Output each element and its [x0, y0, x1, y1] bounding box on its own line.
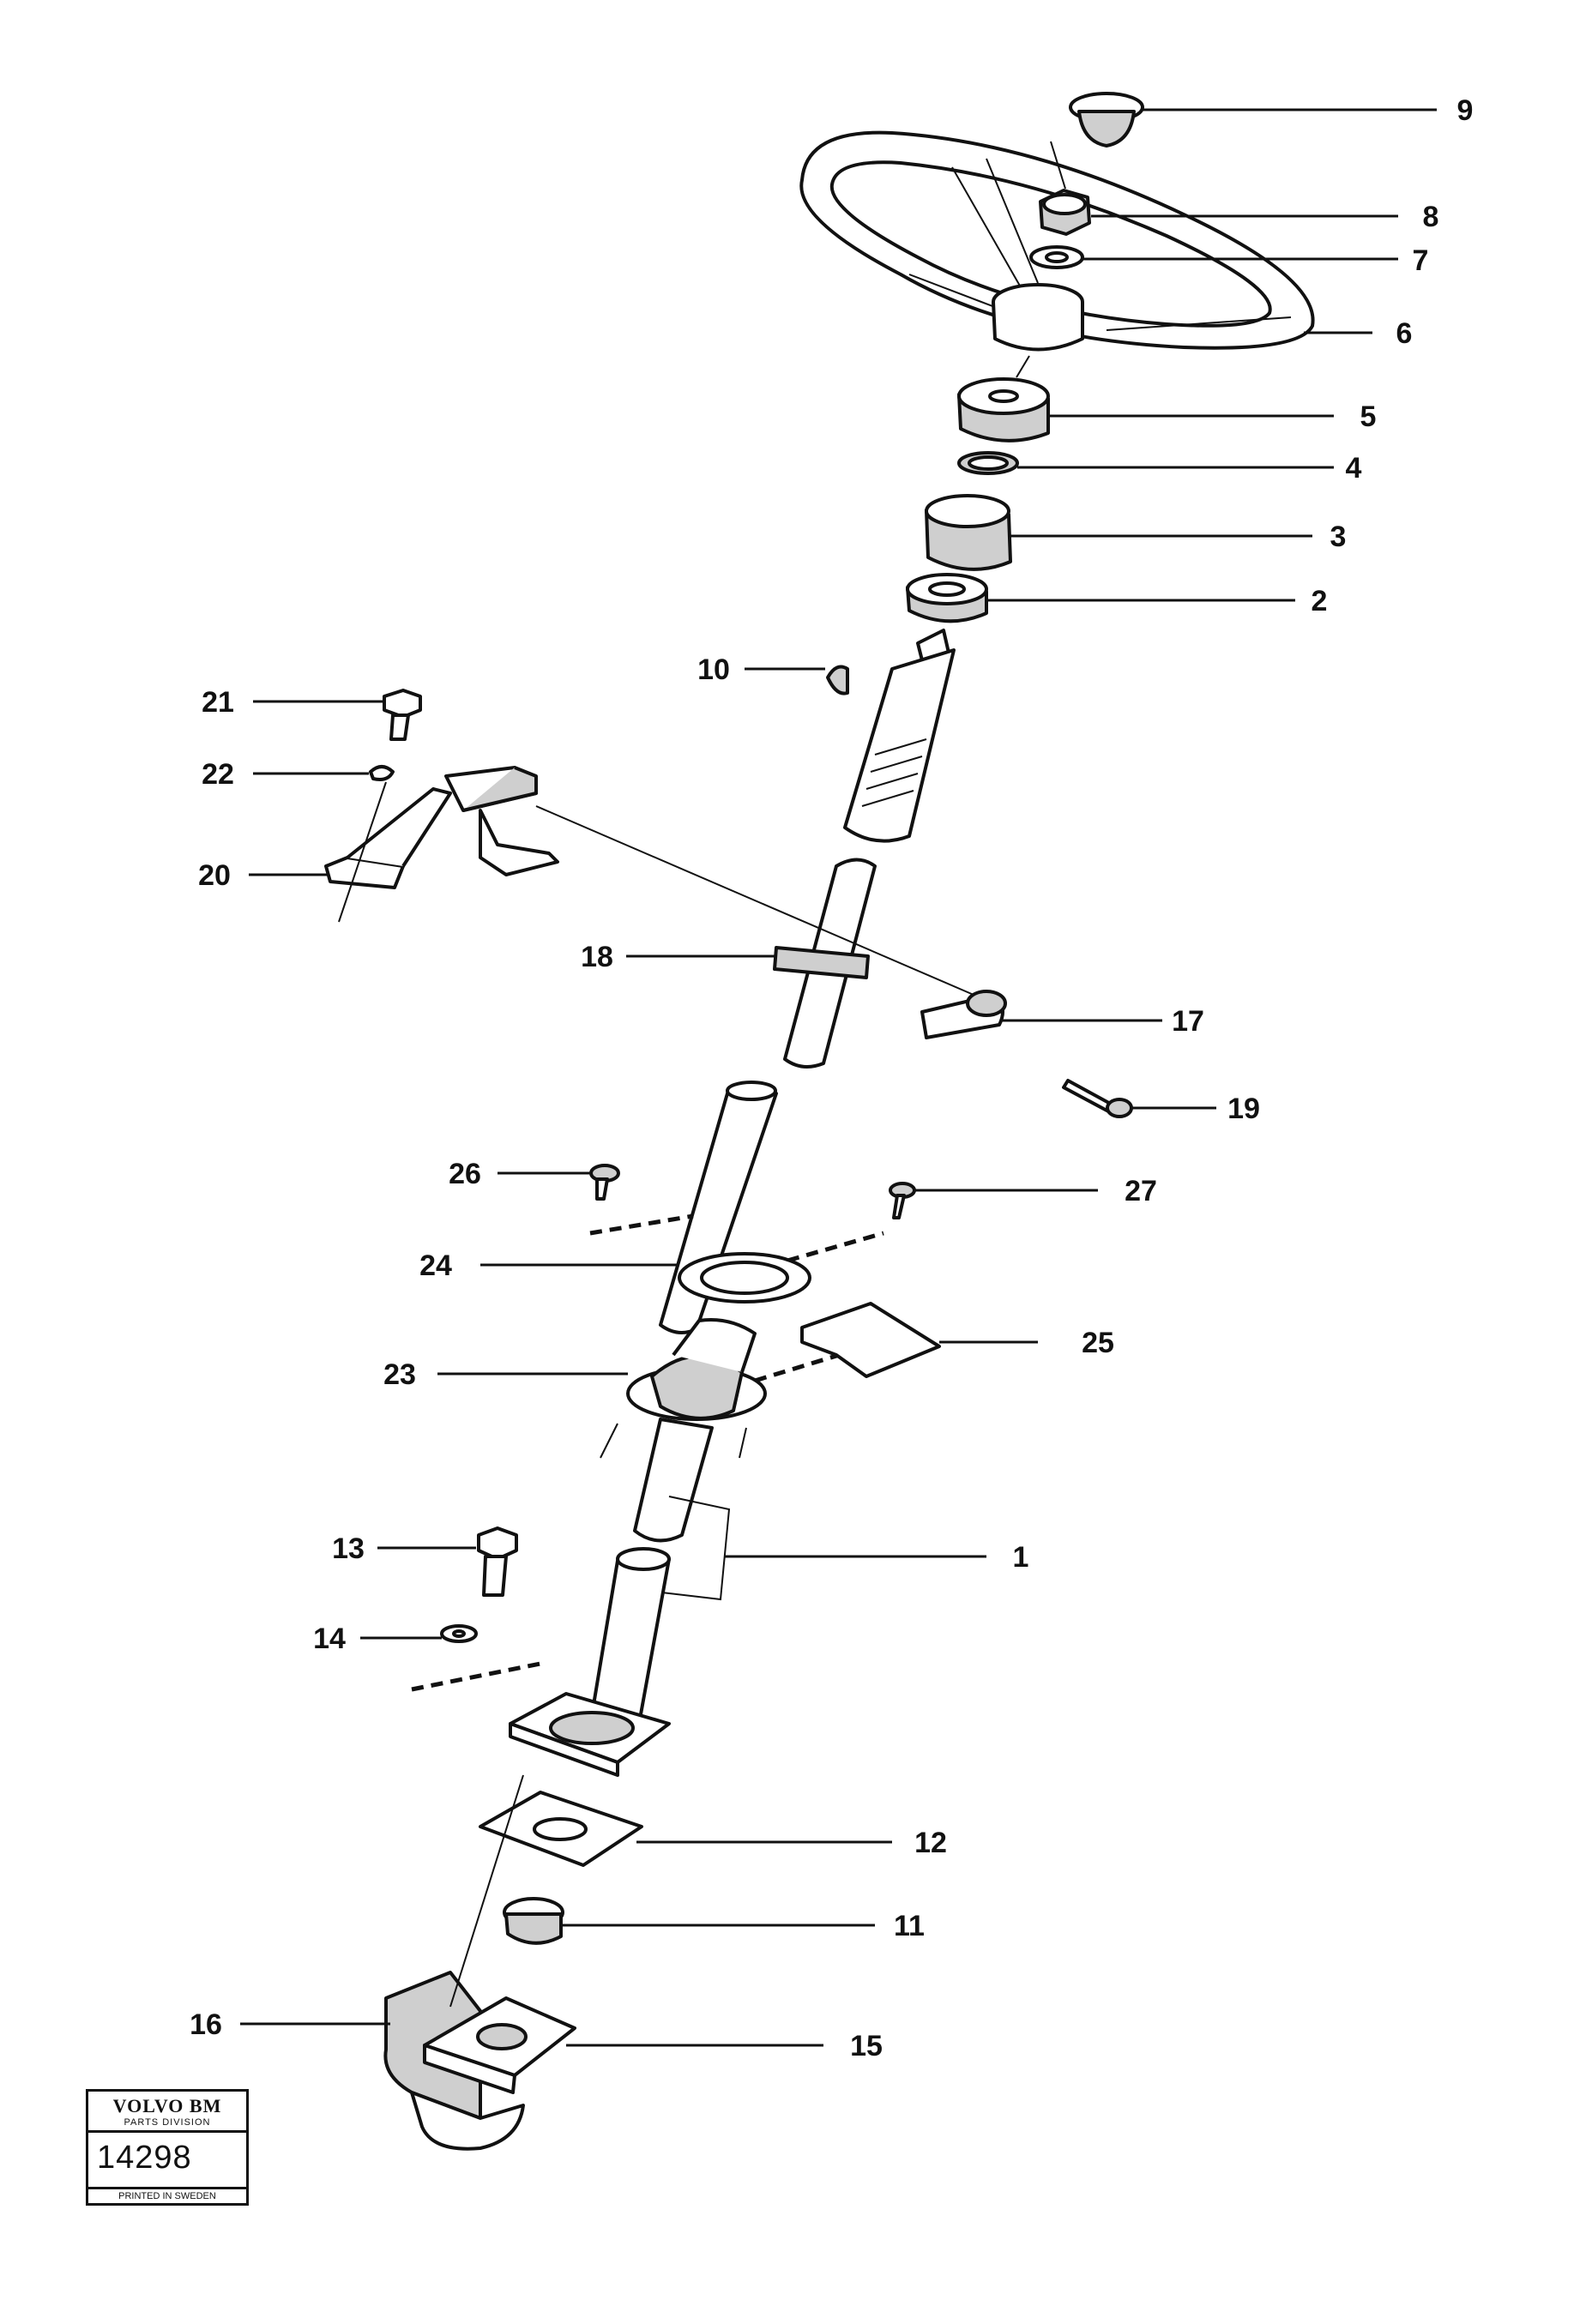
part-19-screw — [1062, 1079, 1133, 1118]
callout-26: 26 — [449, 1158, 481, 1190]
part-18-clamp — [773, 858, 877, 1069]
part-1-tube — [647, 1496, 731, 1601]
mounting-flange — [509, 1692, 671, 1777]
callout-3: 3 — [1330, 521, 1347, 553]
upper-shaft — [843, 629, 956, 843]
callout-leaders — [240, 108, 1437, 2047]
callout-17: 17 — [1172, 1005, 1204, 1038]
part-11-bushing — [503, 1897, 564, 1945]
part-22-washer — [369, 765, 395, 781]
part-21-bolt — [383, 689, 422, 741]
callout-25: 25 — [1082, 1327, 1114, 1359]
callout-4: 4 — [1346, 452, 1362, 485]
part-15-cover-plate — [423, 1996, 576, 2094]
callout-22: 22 — [202, 758, 234, 791]
part-14-washer — [440, 1624, 478, 1643]
badge-brand: VOLVO BM — [112, 2095, 222, 2116]
part-9-cap — [1069, 92, 1144, 148]
callout-24: 24 — [419, 1249, 452, 1282]
callout-20: 20 — [198, 859, 231, 892]
callout-12: 12 — [914, 1827, 947, 1859]
callout-9: 9 — [1457, 94, 1474, 127]
part-7-washer — [1029, 245, 1084, 269]
part-2-bearing-ring — [906, 573, 988, 623]
callout-13: 13 — [332, 1532, 365, 1565]
part-17-clamp-half — [920, 990, 1007, 1039]
callout-27: 27 — [1125, 1175, 1157, 1207]
callout-16: 16 — [190, 2008, 222, 2041]
lower-shaft-segment — [633, 1418, 714, 1543]
callout-5: 5 — [1360, 400, 1377, 433]
callout-1: 1 — [1013, 1541, 1029, 1574]
part-27-screw — [889, 1182, 916, 1219]
callout-6: 6 — [1396, 317, 1413, 350]
callout-19: 19 — [1227, 1093, 1260, 1125]
callout-14: 14 — [313, 1623, 346, 1655]
callout-2: 2 — [1312, 585, 1328, 617]
callout-15: 15 — [850, 2030, 883, 2062]
badge-printed: PRINTED IN SWEDEN — [88, 2187, 246, 2201]
part-23-boot — [626, 1318, 767, 1421]
part-4-circlip — [957, 451, 1019, 475]
part-10-key — [826, 665, 849, 695]
callout-labels: 9 8 7 6 5 4 3 2 10 21 22 20 18 17 19 26 … — [190, 94, 1473, 2062]
volvo-bm-badge: VOLVO BM PARTS DIVISION 14298 PRINTED IN… — [86, 2089, 249, 2206]
callout-21: 21 — [202, 686, 234, 719]
part-5-bushing — [957, 377, 1050, 443]
part-25-plate — [800, 1302, 941, 1378]
callout-7: 7 — [1413, 244, 1429, 277]
callout-23: 23 — [383, 1358, 416, 1391]
part-13-bolt — [477, 1526, 518, 1597]
part-26-screw — [589, 1164, 620, 1201]
part-3-bearing-sleeve — [925, 494, 1012, 571]
callout-11: 11 — [894, 1910, 925, 1942]
badge-number: 14298 — [97, 2140, 192, 2176]
part-8-nut — [1039, 189, 1091, 236]
lower-column-tube — [590, 1547, 671, 1727]
callout-8: 8 — [1423, 201, 1439, 233]
callout-18: 18 — [581, 941, 613, 973]
part-6-steering-wheel — [799, 130, 1315, 352]
callout-10: 10 — [697, 653, 730, 686]
part-12-gasket — [479, 1791, 643, 1867]
part-20-bracket — [324, 766, 559, 889]
badge-division: PARTS DIVISION — [88, 2117, 246, 2133]
part-24-ring — [678, 1252, 811, 1303]
